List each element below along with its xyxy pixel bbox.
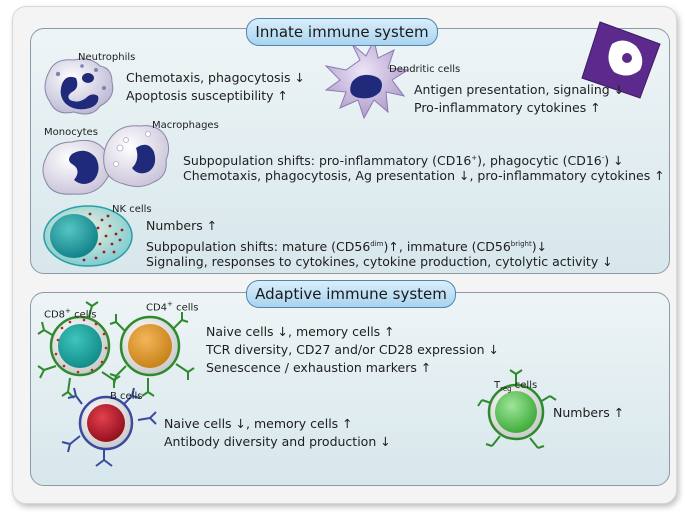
b-cells-line-2: Antibody diversity and production ↓ bbox=[164, 434, 391, 449]
treg-cells-label: Treg cells bbox=[494, 380, 538, 393]
cd4-cells-label: CD4+ cells bbox=[146, 300, 199, 314]
mono-mac-line-2: Chemotaxis, phagocytosis, Ag presentatio… bbox=[183, 168, 665, 183]
b-cells-label: B cells bbox=[110, 391, 143, 402]
treg-line-1: Numbers ↑ bbox=[553, 405, 625, 420]
monocyte-icon bbox=[42, 139, 112, 195]
neutrophils-label: Neutrophils bbox=[78, 52, 136, 63]
t-cells-line-2: TCR diversity, CD27 and/or CD28 expressi… bbox=[206, 342, 499, 357]
monocytes-label: Monocytes bbox=[44, 127, 98, 138]
dendritic-label: Dendritic cells bbox=[389, 64, 461, 75]
macrophages-label: Macrophages bbox=[152, 120, 219, 131]
t-cells-line-1: Naive cells ↓, memory cells ↑ bbox=[206, 324, 395, 339]
mono-mac-line-1: Subpopulation shifts: pro-inflammatory (… bbox=[183, 153, 624, 169]
cd8-cells-label: CD8+ cells bbox=[44, 307, 97, 321]
neutrophil-icon bbox=[44, 58, 114, 115]
nk-line-2: Subpopulation shifts: mature (CD56dim)↑,… bbox=[146, 239, 548, 255]
innate-title: Innate immune system bbox=[246, 18, 438, 46]
aging-cell-icon bbox=[581, 21, 661, 99]
cd4-t-cell-icon bbox=[109, 312, 195, 397]
t-cells-line-3: Senescence / exhaustion markers ↑ bbox=[206, 360, 432, 375]
dendritic-line-2: Pro-inflammatory cytokines ↑ bbox=[414, 100, 601, 115]
dendritic-line-1: Antigen presentation, signaling ↓ bbox=[414, 82, 625, 97]
b-cells-line-1: Naive cells ↓, memory cells ↑ bbox=[164, 416, 353, 431]
nk-line-3: Signaling, responses to cytokines, cytok… bbox=[146, 254, 613, 269]
neutrophils-line-2: Apoptosis susceptibility ↑ bbox=[126, 88, 289, 103]
macrophage-icon bbox=[103, 125, 170, 188]
adaptive-title: Adaptive immune system bbox=[246, 280, 456, 308]
nk-cells-label: NK cells bbox=[112, 204, 152, 215]
nk-line-1: Numbers ↑ bbox=[146, 218, 218, 233]
dendritic-cell-icon bbox=[324, 38, 410, 120]
nk-cell-icon bbox=[43, 205, 133, 267]
neutrophils-line-1: Chemotaxis, phagocytosis ↓ bbox=[126, 70, 305, 85]
